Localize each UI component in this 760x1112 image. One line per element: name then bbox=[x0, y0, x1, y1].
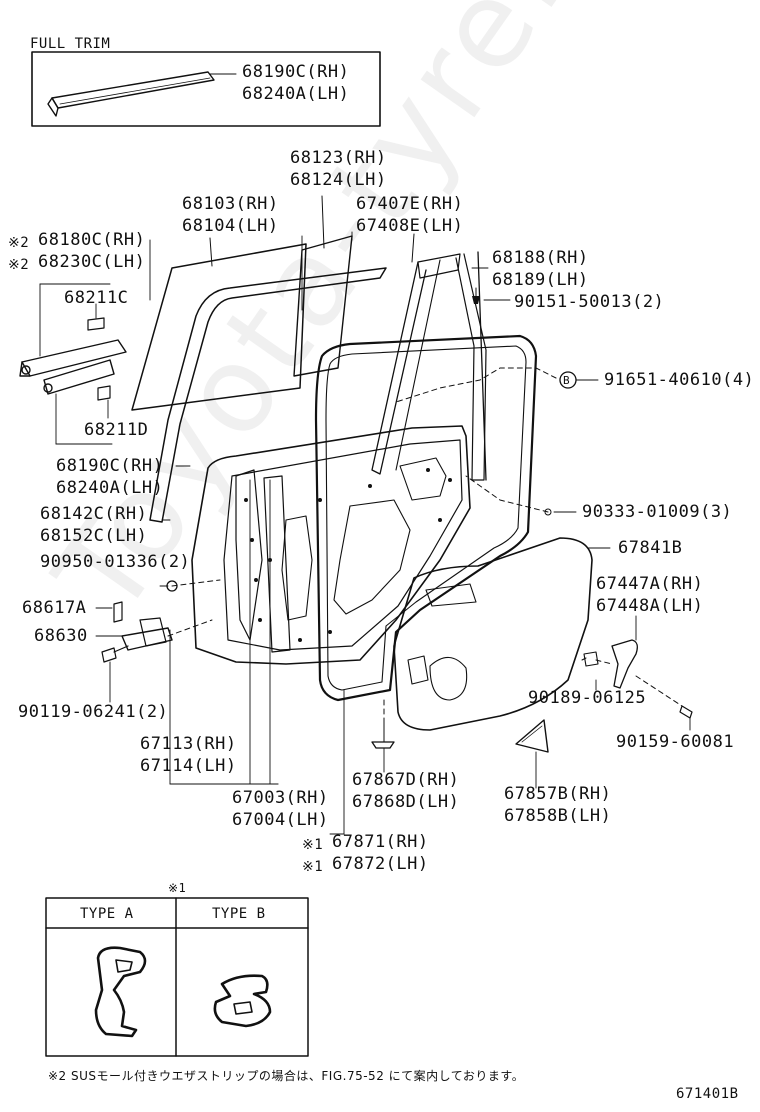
circle-b-letter: B bbox=[563, 374, 571, 387]
clip-67867d bbox=[371, 741, 395, 749]
label-67004: 67004(LH) bbox=[232, 810, 329, 830]
label-68124: 68124(LH) bbox=[290, 170, 387, 190]
label-67113: 67113(RH) bbox=[140, 734, 237, 754]
label-68123: 68123(RH) bbox=[290, 148, 387, 168]
full-trim-part-lh: 68240A(LH) bbox=[242, 84, 350, 104]
label-67841: 67841B bbox=[618, 538, 683, 558]
note-mark-2b: ※2 bbox=[8, 257, 30, 273]
label-68180: 68180C(RH) bbox=[38, 230, 146, 250]
trim-board bbox=[393, 537, 593, 731]
label-68142: 68142C(RH) bbox=[40, 504, 148, 524]
label-68211c: 68211C bbox=[64, 288, 129, 308]
door-outer-panel bbox=[191, 425, 471, 665]
belt-molding bbox=[19, 339, 127, 395]
type-table-note: ※1 bbox=[168, 881, 187, 895]
label-67857: 67857B(RH) bbox=[504, 784, 612, 804]
label-68617: 68617A bbox=[22, 598, 87, 618]
label-68190c: 68190C(RH) bbox=[56, 456, 164, 476]
type-a-label: TYPE A bbox=[80, 906, 134, 922]
type-b-label: TYPE B bbox=[212, 906, 266, 922]
label-68188: 68188(RH) bbox=[492, 248, 589, 268]
note-mark-1a: ※1 bbox=[302, 837, 324, 853]
glass-run bbox=[149, 267, 387, 523]
label-68211d: 68211D bbox=[84, 420, 149, 440]
label-67003: 67003(RH) bbox=[232, 788, 329, 808]
screw-90159 bbox=[679, 705, 693, 719]
label-68630: 68630 bbox=[34, 626, 88, 646]
type-a-profile bbox=[94, 946, 147, 1038]
door-inner-panel bbox=[223, 439, 463, 651]
note-mark-1b: ※1 bbox=[302, 859, 324, 875]
label-68103: 68103(RH) bbox=[182, 194, 279, 214]
label-90950: 90950-01336(2) bbox=[40, 552, 191, 572]
label-90119: 90119-06241(2) bbox=[18, 702, 169, 722]
full-trim-title: FULL TRIM bbox=[30, 36, 111, 52]
type-b-profile bbox=[213, 974, 272, 1028]
label-67447: 67447A(RH) bbox=[596, 574, 704, 594]
full-trim-part-rh: 68190C(RH) bbox=[242, 62, 350, 82]
clip-68211d bbox=[97, 385, 111, 401]
label-90151: 90151-50013(2) bbox=[514, 292, 665, 312]
label-90159: 90159-60081 bbox=[616, 732, 735, 752]
label-67871: 67871(RH) bbox=[332, 832, 429, 852]
label-68104: 68104(LH) bbox=[182, 216, 279, 236]
label-67867: 67867D(RH) bbox=[352, 770, 460, 790]
label-68152: 68152C(LH) bbox=[40, 526, 148, 546]
label-67858: 67858B(LH) bbox=[504, 806, 612, 826]
label-68230: 68230C(LH) bbox=[38, 252, 146, 272]
door-glass bbox=[131, 243, 307, 411]
door-weatherstrip bbox=[314, 334, 538, 702]
label-67407: 67407E(RH) bbox=[356, 194, 464, 214]
label-67408: 67408E(LH) bbox=[356, 216, 464, 236]
type-table bbox=[45, 897, 309, 1057]
label-91651: 91651-40610(4) bbox=[604, 370, 755, 390]
door-check bbox=[121, 627, 173, 651]
clip-68211c bbox=[87, 317, 105, 331]
footnote: ※2 SUSモール付きウエザストリップの場合は、FIG.75-52 にて案内して… bbox=[48, 1069, 525, 1083]
label-68189: 68189(LH) bbox=[492, 270, 589, 290]
rear-channel bbox=[263, 475, 291, 653]
quarter-glass bbox=[293, 235, 353, 377]
bolt-90119 bbox=[101, 645, 129, 663]
label-67114: 67114(LH) bbox=[140, 756, 237, 776]
label-90189: 90189-06125 bbox=[528, 688, 647, 708]
note-mark-2a: ※2 bbox=[8, 235, 30, 251]
label-90333: 90333-01009(3) bbox=[582, 502, 733, 522]
label-67448: 67448A(LH) bbox=[596, 596, 704, 616]
full-trim-molding bbox=[47, 71, 237, 117]
label-67872: 67872(LH) bbox=[332, 854, 429, 874]
figure-id: 671401B bbox=[676, 1086, 739, 1102]
label-68240a: 68240A(LH) bbox=[56, 478, 164, 498]
inside-handle-bezel bbox=[611, 639, 638, 689]
triangle-cover bbox=[515, 719, 549, 753]
full-trim-box bbox=[31, 51, 381, 127]
glass-run-rear bbox=[477, 251, 487, 481]
label-67868: 67868D(LH) bbox=[352, 792, 460, 812]
